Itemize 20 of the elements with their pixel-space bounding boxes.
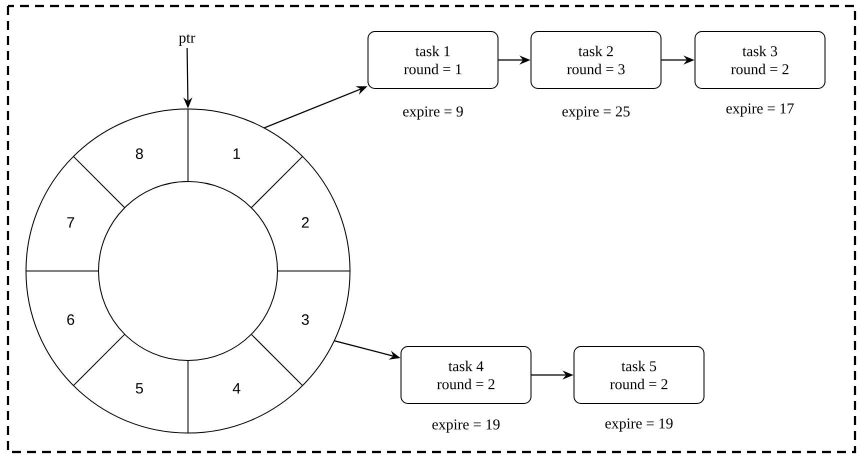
- task-box: task 5 round = 2: [574, 346, 704, 404]
- expire-label: expire = 9: [403, 106, 463, 120]
- slot: 4: [232, 334, 304, 394]
- expire-label: expire = 19: [432, 419, 500, 433]
- expire-label: expire = 17: [726, 103, 794, 117]
- timing-wheel: [26, 108, 350, 434]
- slot: 8: [72, 148, 143, 208]
- task-box: task 3 round = 2: [694, 31, 826, 89]
- expire-label: expire = 25: [562, 106, 630, 120]
- slot: 2: [250, 156, 309, 228]
- slot: 5: [136, 360, 188, 434]
- expire-label: expire = 19: [605, 418, 673, 432]
- pointer-label: ptr: [178, 34, 196, 46]
- task-box: task 4 round = 2: [400, 346, 532, 404]
- slot: 1: [188, 108, 240, 182]
- slot: 3: [277, 270, 350, 325]
- task-box: task 2 round = 3: [530, 31, 662, 89]
- slot: 7: [26, 217, 99, 272]
- slot: 6: [67, 314, 126, 386]
- task-box: task 1 round = 1: [368, 31, 498, 89]
